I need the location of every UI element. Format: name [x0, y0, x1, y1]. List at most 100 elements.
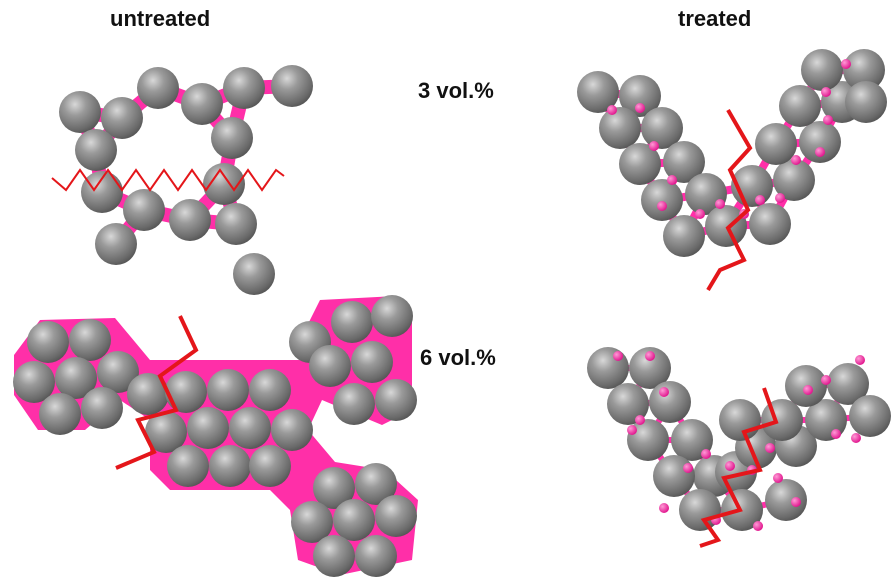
- particle: [845, 81, 887, 123]
- particle: [75, 129, 117, 171]
- binder-dot: [607, 105, 617, 115]
- particle: [619, 143, 661, 185]
- binder-dot: [821, 375, 831, 385]
- binder-dot: [695, 209, 705, 219]
- particle: [849, 395, 891, 437]
- crack-path: [699, 387, 779, 548]
- binder-dot: [855, 355, 865, 365]
- particle: [843, 49, 885, 91]
- particle: [39, 393, 81, 435]
- particle: [137, 67, 179, 109]
- particle: [577, 71, 619, 113]
- particle: [375, 495, 417, 537]
- particle: [97, 351, 139, 393]
- particle: [653, 455, 695, 497]
- panel-untreated-3vol: [51, 65, 313, 295]
- particle: [123, 189, 165, 231]
- binder-dot: [627, 425, 637, 435]
- particle: [233, 253, 275, 295]
- binder-dots: [613, 351, 865, 531]
- particle: [309, 345, 351, 387]
- particle: [827, 363, 869, 405]
- particle: [215, 203, 257, 245]
- panel-untreated-6vol: [13, 295, 418, 577]
- particle: [629, 347, 671, 389]
- particle: [355, 463, 397, 505]
- particle: [59, 91, 101, 133]
- particle: [55, 357, 97, 399]
- binder-dot: [791, 497, 801, 507]
- binder-dot: [667, 175, 677, 185]
- particles: [13, 295, 417, 577]
- particle: [619, 75, 661, 117]
- particle: [371, 295, 413, 337]
- particle: [801, 49, 843, 91]
- particle: [765, 479, 807, 521]
- particle: [599, 107, 641, 149]
- binder-dot: [821, 87, 831, 97]
- particle: [223, 67, 265, 109]
- binder-dot: [657, 201, 667, 211]
- particle: [313, 535, 355, 577]
- column-title-treated: treated: [678, 6, 752, 31]
- particle: [145, 411, 187, 453]
- particle: [641, 107, 683, 149]
- particle: [331, 301, 373, 343]
- particle: [679, 489, 721, 531]
- column-title-untreated: untreated: [110, 6, 211, 31]
- particle: [203, 163, 245, 205]
- particle: [779, 85, 821, 127]
- particle: [607, 383, 649, 425]
- particle: [209, 445, 251, 487]
- binder-dot: [649, 141, 659, 151]
- particles: [587, 347, 891, 531]
- particle: [169, 199, 211, 241]
- particle: [355, 535, 397, 577]
- particle: [211, 117, 253, 159]
- crack-path: [115, 315, 199, 470]
- particle: [627, 419, 669, 461]
- particle: [313, 467, 355, 509]
- particle: [271, 409, 313, 451]
- particles: [577, 49, 887, 257]
- binder-dot: [715, 199, 725, 209]
- particle: [761, 399, 803, 441]
- particle: [127, 373, 169, 415]
- particle: [101, 97, 143, 139]
- particle: [749, 203, 791, 245]
- particle: [705, 205, 747, 247]
- particle: [587, 347, 629, 389]
- binder-dot: [683, 463, 693, 473]
- binder-dot: [775, 193, 785, 203]
- particle: [271, 65, 313, 107]
- particles: [59, 65, 313, 295]
- panel-treated-6vol: [587, 347, 891, 548]
- particle: [165, 371, 207, 413]
- binder-dot: [635, 103, 645, 113]
- particle: [663, 141, 705, 183]
- particle: [649, 381, 691, 423]
- binder-dot: [755, 195, 765, 205]
- crack-path: [706, 108, 753, 292]
- particle: [229, 407, 271, 449]
- row-label-3-vol: 3 vol.%: [418, 78, 494, 103]
- crack-path: [51, 168, 285, 192]
- binder-dot: [791, 155, 801, 165]
- particle: [181, 83, 223, 125]
- binder-dot: [841, 59, 851, 69]
- binder-dot: [765, 443, 775, 453]
- particle: [719, 399, 761, 441]
- particle: [81, 387, 123, 429]
- particle: [333, 383, 375, 425]
- particle: [291, 501, 333, 543]
- row-label-6-vol: 6 vol.%: [420, 345, 496, 370]
- panel-treated-3vol: [577, 49, 887, 292]
- particle: [207, 369, 249, 411]
- particle: [799, 121, 841, 163]
- particle: [333, 499, 375, 541]
- binder-dot: [635, 415, 645, 425]
- particle: [95, 223, 137, 265]
- particle: [249, 445, 291, 487]
- binder-dot: [851, 433, 861, 443]
